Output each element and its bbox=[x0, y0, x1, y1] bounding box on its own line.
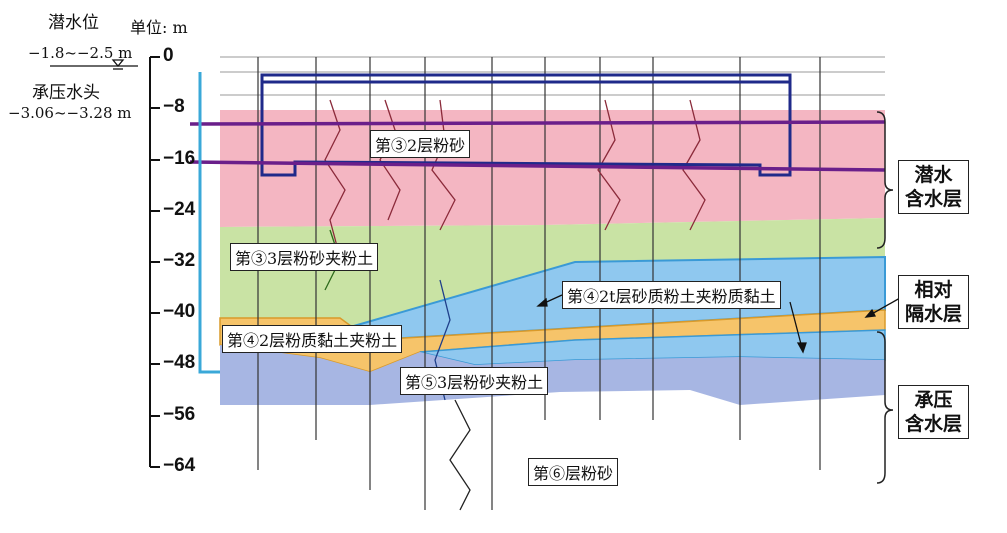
layer-green-33 bbox=[220, 218, 885, 330]
tick-8: −8 bbox=[163, 96, 185, 117]
zone-braces bbox=[876, 111, 894, 484]
tick-32: −32 bbox=[163, 250, 196, 271]
pointer-arrows bbox=[536, 294, 901, 354]
layer-label-42t: 第④2t层砂质粉土夹粉质黏土 bbox=[562, 281, 781, 309]
tick-24: −24 bbox=[163, 199, 196, 220]
ground-surface bbox=[220, 56, 885, 96]
zone-aquitard: 相对隔水层 bbox=[898, 275, 970, 329]
zone-text: 含水层 bbox=[905, 188, 963, 210]
tick-64: −64 bbox=[163, 455, 196, 476]
depth-axis bbox=[149, 56, 160, 468]
phreatic-range: −1.8~−2.5 m bbox=[28, 44, 133, 62]
layer-label-32: 第③2层粉砂 bbox=[370, 130, 471, 158]
zone-text: 相对 bbox=[914, 279, 953, 301]
tick-0: 0 bbox=[163, 45, 174, 66]
phreatic-label: 潜水位 bbox=[48, 13, 99, 33]
tick-56: −56 bbox=[163, 404, 196, 425]
layer-purple-53 bbox=[220, 345, 885, 405]
zone-text: 隔水层 bbox=[905, 303, 963, 325]
zone-text: 潜水 bbox=[914, 164, 953, 186]
piezometer bbox=[198, 72, 220, 374]
layer-label-6: 第⑥层粉砂 bbox=[528, 458, 619, 486]
confined-label: 承压水头 bbox=[32, 83, 100, 103]
water-table-icon bbox=[50, 59, 138, 70]
layer-label-53: 第⑤3层粉砂夹粉土 bbox=[400, 367, 549, 395]
zone-text: 含水层 bbox=[905, 413, 963, 435]
tick-16: −16 bbox=[163, 148, 196, 169]
unit-label: 单位: m bbox=[130, 18, 188, 37]
confined-range: −3.06~−3.28 m bbox=[8, 104, 132, 122]
layer-label-42: 第④2层粉质黏土夹粉土 bbox=[222, 325, 403, 353]
water-level-lines bbox=[189, 120, 886, 172]
zone-phreatic-aquifer: 潜水含水层 bbox=[898, 160, 970, 214]
zone-confined-aquifer: 承压含水层 bbox=[898, 385, 970, 439]
zone-text: 承压 bbox=[914, 389, 953, 411]
layer-label-33: 第③3层粉砂夹粉土 bbox=[230, 243, 379, 271]
tick-40: −40 bbox=[163, 301, 196, 322]
tick-48: −48 bbox=[163, 352, 196, 373]
